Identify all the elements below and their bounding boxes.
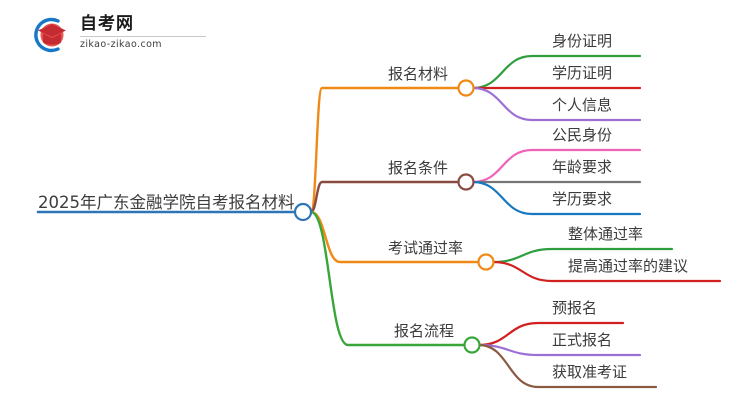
branch-label-1: 报名条件 — [388, 159, 448, 177]
branch-node-0[interactable] — [457, 79, 475, 97]
leaf-label-0-1: 学历证明 — [552, 64, 612, 82]
logo-divider — [80, 36, 206, 37]
logo-text-group: 自考网 zikao-zikao.com — [80, 14, 208, 51]
branch-link-3 — [309, 210, 468, 347]
branch-link-0 — [309, 86, 462, 214]
leaf-link-0-0 — [471, 54, 642, 90]
branch-label-3: 报名流程 — [394, 322, 454, 340]
site-logo: 自考网 zikao-zikao.com — [28, 12, 208, 58]
branch-node-1[interactable] — [457, 173, 475, 191]
logo-subtitle: zikao-zikao.com — [80, 39, 162, 50]
leaf-label-0-0: 身份证明 — [552, 32, 612, 50]
mindmap-links-layer — [36, 54, 722, 389]
leaf-label-1-0: 公民身份 — [552, 126, 612, 144]
leaf-label-1-1: 年龄要求 — [552, 158, 612, 176]
root-node[interactable] — [293, 202, 313, 222]
leaf-link-3-0 — [477, 321, 625, 347]
leaf-link-0-2 — [471, 86, 642, 122]
leaf-link-1-0 — [471, 148, 642, 184]
logo-cap-body-shape — [43, 33, 61, 45]
branch-label-0: 报名材料 — [388, 65, 448, 83]
leaf-label-3-2: 获取准考证 — [552, 363, 627, 381]
leaf-label-0-2: 个人信息 — [552, 96, 612, 114]
leaf-link-1-2 — [471, 180, 642, 216]
leaf-label-3-0: 预报名 — [552, 299, 597, 317]
branch-label-2: 考试通过率 — [388, 239, 463, 257]
logo-arc-shape — [34, 17, 60, 53]
leaf-link-2-1 — [491, 260, 722, 283]
mindmap-nodes-layer — [293, 79, 495, 354]
logo-cap-top-shape — [38, 24, 66, 37]
branch-node-2[interactable] — [477, 253, 495, 271]
leaf-label-1-2: 学历要求 — [552, 190, 612, 208]
branch-node-3[interactable] — [463, 336, 481, 354]
leaf-label-2-1: 提高通过率的建议 — [568, 257, 688, 275]
logo-mark-icon — [34, 17, 66, 53]
root-label: 2025年广东金融学院自考报名材料 — [38, 193, 295, 212]
branch-link-1 — [309, 180, 462, 214]
logo-title: 自考网 — [80, 14, 134, 34]
leaf-label-2-0: 整体通过率 — [568, 225, 643, 243]
leaf-link-3-2 — [477, 343, 658, 389]
leaf-label-3-1: 正式报名 — [552, 331, 612, 349]
